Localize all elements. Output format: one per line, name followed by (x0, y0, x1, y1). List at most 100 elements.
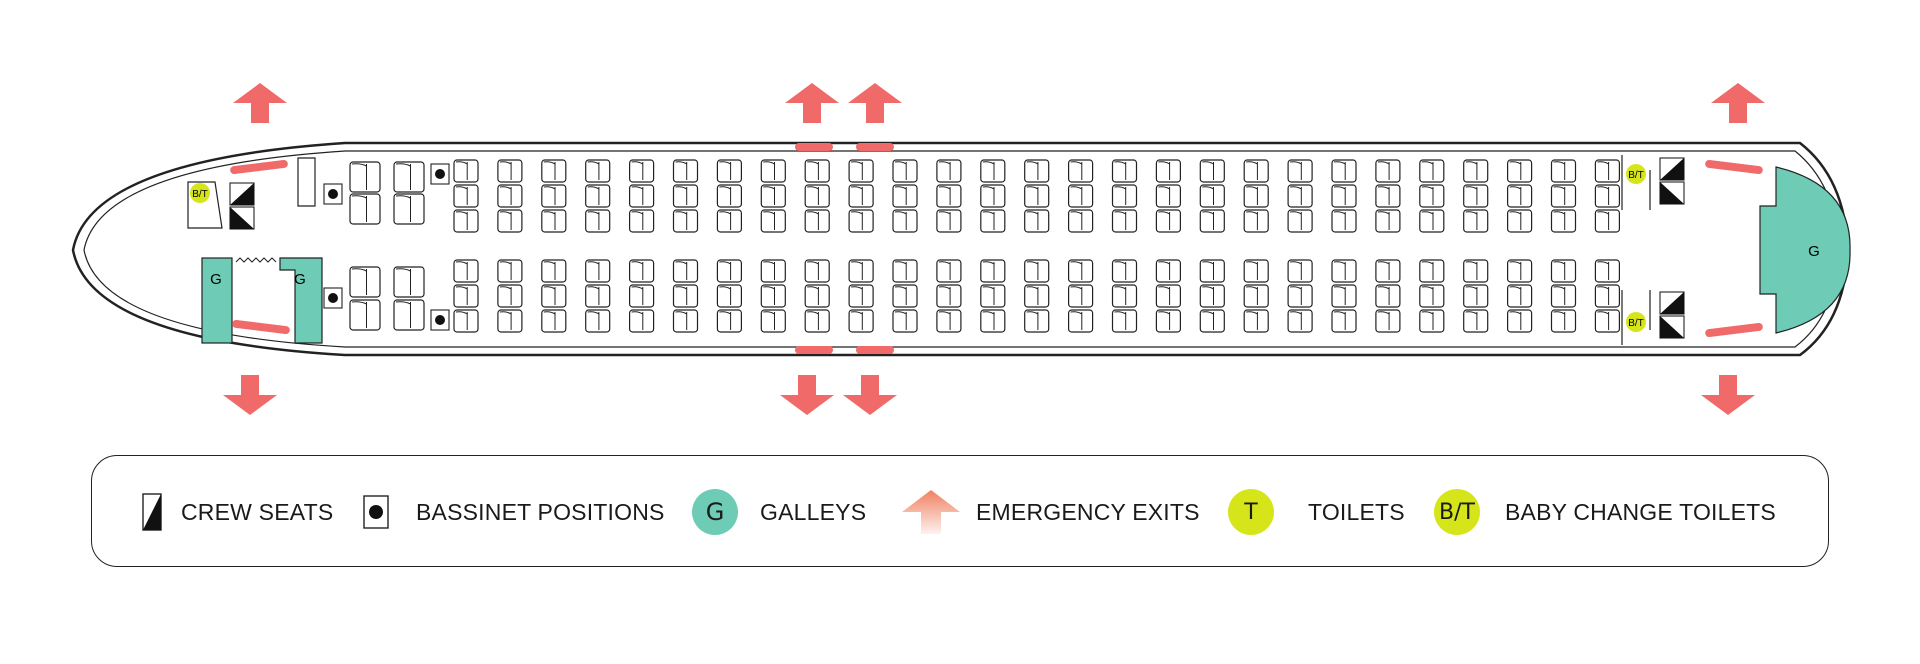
economy-seat (760, 259, 786, 283)
economy-seat (980, 259, 1006, 283)
economy-seat (716, 209, 743, 233)
economy-seat (541, 259, 567, 283)
economy-seat (1155, 309, 1182, 333)
economy-seat (1111, 309, 1138, 333)
economy-seat (1506, 259, 1533, 283)
economy-seat (936, 259, 962, 283)
economy-seat (804, 284, 830, 308)
business-seat (393, 266, 425, 298)
economy-seat (1199, 159, 1225, 183)
economy-seat (1067, 259, 1094, 283)
economy-seat (1111, 209, 1138, 233)
crew-seat-icon (229, 182, 255, 206)
economy-seat (585, 309, 611, 333)
economy-seat (585, 159, 611, 183)
economy-seat (1550, 159, 1577, 183)
economy-seat (1067, 284, 1094, 308)
legend-baby-change-toilets: B/T BABY CHANGE TOILETS (1434, 456, 1776, 568)
economy-seat (1155, 284, 1182, 308)
bassinet-icon (430, 163, 450, 185)
crew-seat-icon (229, 206, 255, 230)
economy-seat (1067, 184, 1094, 208)
economy-seat (497, 184, 523, 208)
economy-seat (804, 184, 830, 208)
svg-text:B/T: B/T (1628, 170, 1644, 181)
economy-seat (1594, 309, 1621, 333)
economy-seat (1243, 159, 1269, 183)
economy-seat (980, 159, 1006, 183)
emergency-exit-icon (1711, 83, 1765, 123)
economy-seat (1419, 184, 1445, 208)
economy-seat (1506, 209, 1533, 233)
economy-seat (848, 184, 874, 208)
economy-seat (1375, 159, 1401, 183)
legend-crew-seats: CREW SEATS (141, 456, 333, 568)
baby-change-toilet-icon: B/T (1434, 489, 1480, 535)
economy-seat (1024, 159, 1050, 183)
economy-seat (541, 284, 567, 308)
economy-seat (892, 259, 918, 283)
economy-seat (1419, 209, 1445, 233)
economy-seat (760, 284, 786, 308)
crew-seat-icon (142, 493, 162, 531)
economy-seat (1067, 159, 1094, 183)
legend-toilets: T TOILETS (1228, 456, 1405, 568)
economy-seat (1287, 159, 1313, 183)
economy-seat (1506, 184, 1533, 208)
economy-seat (497, 284, 523, 308)
economy-seat (892, 284, 918, 308)
economy-seat (1506, 159, 1533, 183)
economy-seat (1419, 159, 1445, 183)
galley-front-right: G (279, 257, 323, 344)
seat-map: G G B/T G B/T B/T (71, 83, 1851, 415)
business-seat (393, 161, 425, 193)
economy-seat (1331, 184, 1357, 208)
economy-seat (585, 184, 611, 208)
economy-seat (1463, 309, 1489, 333)
economy-seat (1331, 159, 1357, 183)
economy-seat (541, 159, 567, 183)
economy-seat (1550, 309, 1577, 333)
economy-seat (628, 209, 655, 233)
economy-seat (672, 284, 699, 308)
economy-seat (936, 284, 962, 308)
svg-text:B/T: B/T (1628, 318, 1644, 329)
economy-seat (585, 259, 611, 283)
economy-seat (672, 184, 699, 208)
economy-seat (1463, 209, 1489, 233)
economy-seat (980, 309, 1006, 333)
emergency-exit-icon (223, 375, 277, 415)
emergency-exit-icon (902, 490, 960, 534)
economy-seat (1594, 184, 1621, 208)
economy-seat (848, 284, 874, 308)
economy-seat (453, 159, 479, 183)
legend-label: BASSINET POSITIONS (416, 498, 665, 525)
economy-seat (628, 184, 655, 208)
economy-seat (1199, 259, 1225, 283)
economy-seat (672, 259, 699, 283)
bassinet-icon (430, 309, 450, 331)
galley-rear (1759, 166, 1851, 334)
economy-seat (1287, 259, 1313, 283)
economy-seat (1550, 209, 1577, 233)
legend: CREW SEATS BASSINET POSITIONS G GALLEYS … (91, 455, 1829, 567)
economy-seat (848, 159, 874, 183)
svg-text:B/T: B/T (192, 189, 208, 200)
business-seat (349, 266, 381, 298)
emergency-exit-icon (1701, 375, 1755, 415)
economy-seat (716, 184, 743, 208)
economy-seat (892, 184, 918, 208)
baby-change-toilet-front (190, 183, 210, 203)
economy-seat (1594, 159, 1621, 183)
economy-seat (804, 159, 830, 183)
legend-label: EMERGENCY EXITS (976, 498, 1200, 525)
economy-seat (541, 309, 567, 333)
galley-label: G (210, 271, 222, 288)
economy-seat (804, 209, 830, 233)
economy-seat (1287, 209, 1313, 233)
emergency-exit-icon (843, 375, 897, 415)
economy-seat (1594, 259, 1621, 283)
economy-seat (628, 284, 655, 308)
galley-icon: G (692, 489, 738, 535)
legend-label: BABY CHANGE TOILETS (1505, 498, 1776, 525)
